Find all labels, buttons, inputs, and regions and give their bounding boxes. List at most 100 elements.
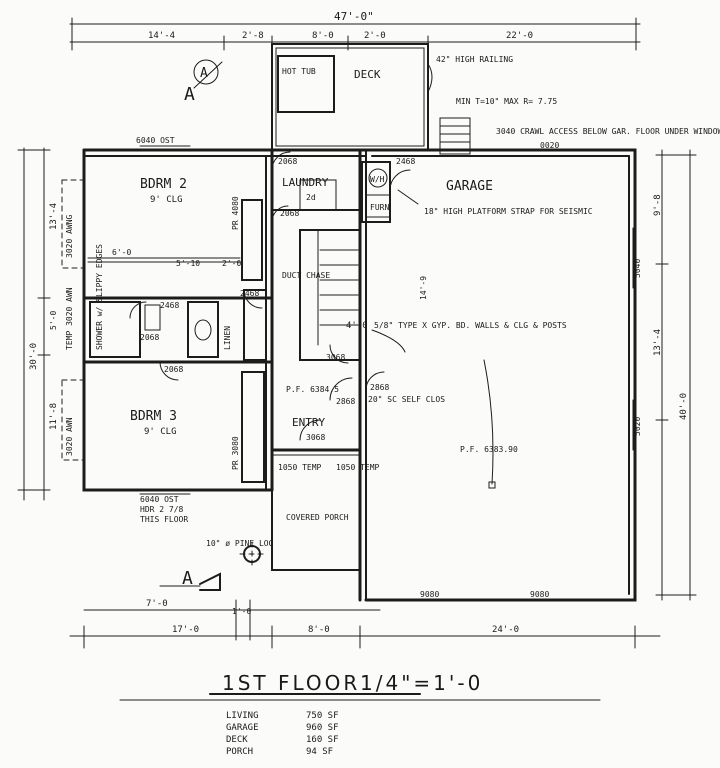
window-5040: 5040 (633, 259, 642, 278)
door-label-2868b: 2868 (336, 397, 355, 406)
dim-bottom-17-0: 17'-0 (172, 625, 199, 635)
note-duct-chase: DUCT CHASE (282, 271, 330, 280)
dim-bottom-7-0: 7'-0 (146, 599, 168, 609)
dim-top-2-8: 2'-8 (242, 31, 264, 41)
area-porch-name: PORCH (226, 747, 253, 757)
note-awn-3020-b: 3020 AWNG (65, 214, 74, 258)
area-living-value: 750 SF (306, 711, 339, 721)
walls (82, 148, 637, 602)
garage-door-2: 9080 (530, 590, 549, 599)
note-door-2868: 2868 (370, 383, 389, 392)
note-railing: 42" HIGH RAILING (436, 55, 513, 64)
section-markers: A A A (182, 59, 223, 589)
dim-top-left: 14'-4 (148, 31, 175, 41)
note-pr-3080: PR 3080 (231, 436, 240, 470)
door-label-2468b: 2468 (240, 289, 259, 298)
dim-left-11-8: 11'-8 (49, 403, 59, 430)
dimension-labels: 47'-0" 14'-4 2'-8 8'-0 2'-0 22'-0 7'-0 1… (29, 10, 689, 635)
note-linen: LINEN (223, 326, 232, 350)
dim-left-13-4: 13'-4 (49, 203, 59, 230)
dim-bottom-1-0: 1'-0 (232, 607, 251, 616)
dim-hall-14-9: 14'-9 (419, 276, 428, 300)
area-garage-value: 960 SF (306, 723, 339, 733)
note-pf-garage: P.F. 6383.90 (460, 445, 518, 454)
dim-left-5-0: 5'-0 (49, 311, 58, 330)
note-header: HDR 2 7/8 (140, 505, 184, 514)
dim-bottom-8-0: 8'-0 (308, 625, 330, 635)
area-deck-name: DECK (226, 735, 248, 745)
section-circle-label: A (200, 66, 208, 81)
dim-right-13-4: 13'-4 (653, 329, 663, 356)
area-garage-name: GARAGE (226, 723, 259, 733)
section-marker-bottom: A (182, 568, 193, 589)
note-platform: 18" HIGH PLATFORM STRAP FOR SEISMIC (424, 207, 593, 216)
door-label-3068: 3068 (326, 353, 345, 362)
note-awn-3020: 3020 AWN (65, 417, 74, 456)
note-temp-1050-a: 1050 TEMP (278, 463, 322, 472)
room-hot-tub: HOT TUB (282, 67, 316, 76)
room-bdrm2: BDRM 2 (140, 177, 187, 192)
plan-title: 1ST FLOOR (222, 671, 360, 695)
room-laundry: LAUNDRY (282, 176, 329, 189)
note-crawl-0020: 0020 (540, 141, 559, 150)
note-pf-house: P.F. 6384.5 (286, 385, 339, 394)
water-heater-label: W/H (370, 175, 385, 184)
door-label-2068-l: 2068 (280, 209, 299, 218)
door-label-2468c: 2468 (396, 157, 415, 166)
door-label-2068b: 2068 (164, 365, 183, 374)
garage-door-1: 9080 (420, 590, 439, 599)
dim-bottom-24-0: 24'-0 (492, 625, 519, 635)
note-this-floor: THIS FLOOR (140, 515, 188, 524)
door-label-3068-s: 3068 (306, 433, 325, 442)
section-circle (193, 59, 219, 85)
plan-scale: 1/4"=1'-0 (360, 671, 483, 695)
room-deck: DECK (354, 68, 381, 81)
note-firewall: 5/8" TYPE X GYP. BD. WALLS & CLG & POSTS (374, 321, 567, 330)
note-tread: MIN T=10" MAX R= 7.75 (456, 97, 557, 106)
room-bdrm3: BDRM 3 (130, 409, 177, 424)
dimension-lines (17, 17, 697, 649)
title-block: 1ST FLOOR 1/4"=1'-0 LIVING 750 SF GARAGE… (119, 671, 601, 757)
dim-left-30-0: 30'-0 (29, 343, 39, 370)
annotation-notes: 42" HIGH RAILING MIN T=10" MAX R= 7.75 3… (65, 55, 720, 548)
area-living-name: LIVING (226, 711, 259, 721)
deck (271, 43, 471, 155)
doors (129, 151, 411, 441)
area-deck-value: 160 SF (306, 735, 339, 745)
dim-top-8-0: 8'-0 (312, 31, 334, 41)
note-self-closing: 20" SC SELF CLOS (368, 395, 445, 404)
note-shower: SHOWER w/ SLIPPY EDGES (95, 244, 104, 350)
room-garage: GARAGE (446, 179, 493, 194)
room-bdrm2-ceiling: 9' CLG (150, 195, 183, 205)
room-labels: BDRM 2 9' CLG BDRM 3 9' CLG LAUNDRY GARA… (130, 67, 493, 522)
window-5020: 5020 (633, 417, 642, 436)
section-marker-top: A (184, 84, 195, 105)
room-covered-porch: COVERED PORCH (286, 513, 349, 522)
windows (61, 145, 634, 601)
dim-bdrm2-5-10: 5'-10 (176, 259, 200, 268)
note-temp-awn: TEMP 3020 AWN (65, 287, 74, 350)
dim-bdrm2-6-0: 6'-0 (112, 248, 131, 257)
note-pr-4080: PR 4080 (231, 196, 240, 230)
dim-right-9-8: 9'-8 (653, 194, 663, 216)
door-label-2068: 2068 (140, 333, 159, 342)
furnace-label: FURN (370, 203, 389, 212)
dim-right-40-0: 40'-0 (679, 393, 689, 420)
dim-top-2-0: 2'-0 (364, 31, 386, 41)
note-pine-log: 10" ø PINE LOG (206, 539, 274, 548)
dim-bdrm2-2-0: 2'-0 (222, 259, 241, 268)
room-entry: ENTRY (292, 416, 325, 429)
porch (239, 454, 361, 571)
room-bdrm3-ceiling: 9' CLG (144, 427, 177, 437)
dim-stair-4-0: 4'-0 (346, 321, 368, 331)
note-crawl-access: 3040 CRAWL ACCESS BELOW GAR. FLOOR UNDER… (496, 127, 720, 136)
door-label-2468: 2468 (160, 301, 179, 310)
dim-overall-top: 47'-0" (334, 10, 374, 23)
note-temp-1050-b: 1050 TEMP (336, 463, 380, 472)
dim-top-22-0: 22'-0 (506, 31, 533, 41)
note-vent: 2d (306, 193, 316, 202)
note-window-6040-bottom: 6040 OST (140, 495, 179, 504)
note-window-6040-top: 6040 OST (136, 136, 175, 145)
area-porch-value: 94 SF (306, 747, 333, 757)
